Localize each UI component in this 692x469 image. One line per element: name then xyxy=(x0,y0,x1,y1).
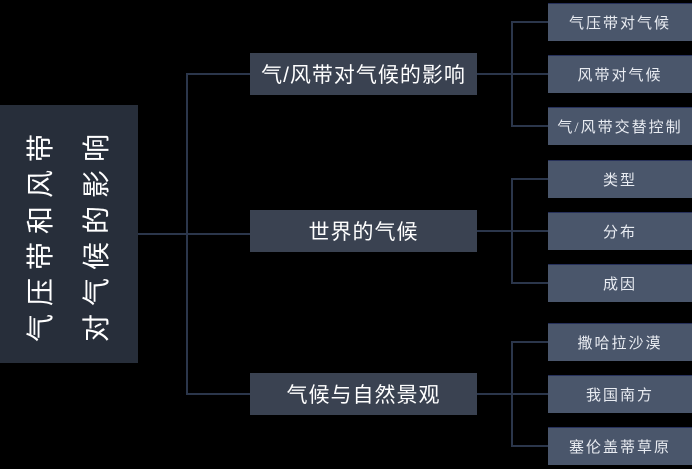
leaf-node-south-china[interactable]: 我国南方 xyxy=(548,375,692,413)
branch-label: 气/风带对气候的影响 xyxy=(261,64,466,87)
root-label-line-2: 对气候的影响 xyxy=(81,126,112,343)
root-label-line-1: 气压带和风带 xyxy=(25,126,56,343)
leaf-node-wind-belt-climate[interactable]: 风带对气候 xyxy=(548,55,692,93)
branch-node-climate-natural-landscape[interactable]: 气候与自然景观 xyxy=(250,373,477,415)
connector-branch1-child1-stub xyxy=(511,21,548,23)
connector-trunk-to-branch-1 xyxy=(186,73,250,75)
connector-branch2-child3-stub xyxy=(511,282,548,284)
connector-trunk-to-branch-3 xyxy=(186,393,250,395)
root-node-label: 气压带和风带 对气候的影响 xyxy=(0,105,138,363)
leaf-label: 我国南方 xyxy=(585,388,654,404)
branch-label: 世界的气候 xyxy=(308,221,419,244)
connector-branch1-main xyxy=(477,73,548,75)
leaf-label: 气/风带交替控制 xyxy=(557,120,683,136)
leaf-label: 气压带对气候 xyxy=(568,16,671,32)
branch-node-world-climate[interactable]: 世界的气候 xyxy=(250,210,477,252)
root-node-pressure-wind-belts-climate[interactable]: 气压带和风带 对气候的影响 xyxy=(0,105,138,363)
leaf-label: 风带对气候 xyxy=(577,68,663,84)
leaf-node-alternating-control[interactable]: 气/风带交替控制 xyxy=(548,107,692,145)
leaf-node-pressure-belt-climate[interactable]: 气压带对气候 xyxy=(548,3,692,41)
connector-root-to-trunk xyxy=(138,233,250,235)
connector-branch2-child1-stub xyxy=(511,178,548,180)
branch-node-pressure-wind-influence[interactable]: 气/风带对气候的影响 xyxy=(250,53,477,95)
leaf-label: 撒哈拉沙漠 xyxy=(577,336,663,352)
connector-branch3-main xyxy=(477,393,548,395)
connector-branch1-child3-stub xyxy=(511,125,548,127)
leaf-node-cause[interactable]: 成因 xyxy=(548,264,692,302)
leaf-node-type[interactable]: 类型 xyxy=(548,160,692,198)
branch-label: 气候与自然景观 xyxy=(286,384,441,407)
leaf-node-distribution[interactable]: 分布 xyxy=(548,212,692,250)
connector-branch3-child3-stub xyxy=(511,445,548,447)
connector-branch2-main xyxy=(477,230,548,232)
leaf-node-sahara-desert[interactable]: 撒哈拉沙漠 xyxy=(548,323,692,361)
leaf-label: 类型 xyxy=(602,173,637,189)
connector-branch3-child1-stub xyxy=(511,341,548,343)
leaf-label: 分布 xyxy=(602,225,637,241)
leaf-label: 塞伦盖蒂草原 xyxy=(568,440,671,456)
leaf-label: 成因 xyxy=(602,277,637,293)
leaf-node-serengeti-grassland[interactable]: 塞伦盖蒂草原 xyxy=(548,427,692,465)
